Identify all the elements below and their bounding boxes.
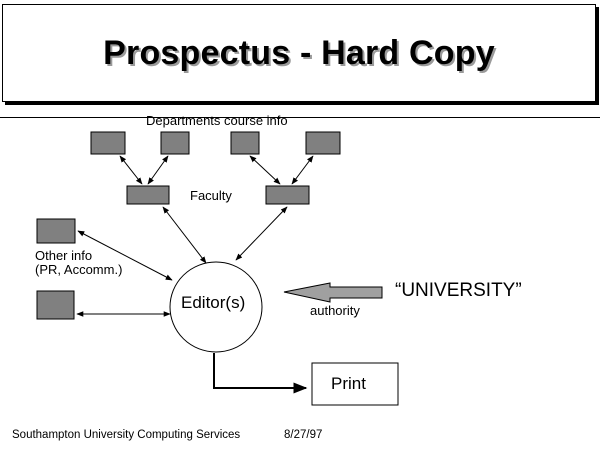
other-info-box-top [36,218,76,244]
header-rule [0,117,600,118]
arrow-dept2-faculty [147,155,169,185]
footer-organization: Southampton University Computing Service… [12,429,241,441]
authority-arrow [283,282,383,303]
editor-circle [169,261,263,353]
slide-title: Prospectus - Hard Copy [103,33,495,72]
arrow-dept4-faculty [291,155,314,185]
other-info-label: Other info (PR, Accomm.) [35,248,123,278]
other-info-line2: (PR, Accomm.) [35,262,123,278]
authority-label: authority [310,303,360,318]
faculty-box-right [265,185,310,205]
arrow-dept3-faculty [249,155,281,185]
other-info-line1: Other info [35,248,93,263]
department-box-3 [230,131,260,155]
arrow-faculty-left-editor [162,206,207,264]
arrow-faculty-right-editor [235,206,288,261]
print-label: Print [331,374,366,393]
department-box-2 [160,131,190,155]
footer-date: 8/27/97 [284,429,323,441]
other-info-box-bottom [36,290,75,320]
department-box-1 [90,131,126,155]
departments-label: Departments course info [146,113,288,128]
print-box [311,362,399,406]
editor-label: Editor(s) [181,293,246,312]
faculty-box-left [126,185,170,205]
faculty-label: Faculty [190,188,232,203]
university-label: “UNIVERSITY” [395,280,522,301]
arrow-dept1-faculty [119,155,143,185]
title-box: Prospectus - Hard Copy [2,4,596,102]
arrow-editor-print [213,353,308,394]
arrow-otherinfo-top-editor [77,230,173,281]
department-box-4 [305,131,341,155]
